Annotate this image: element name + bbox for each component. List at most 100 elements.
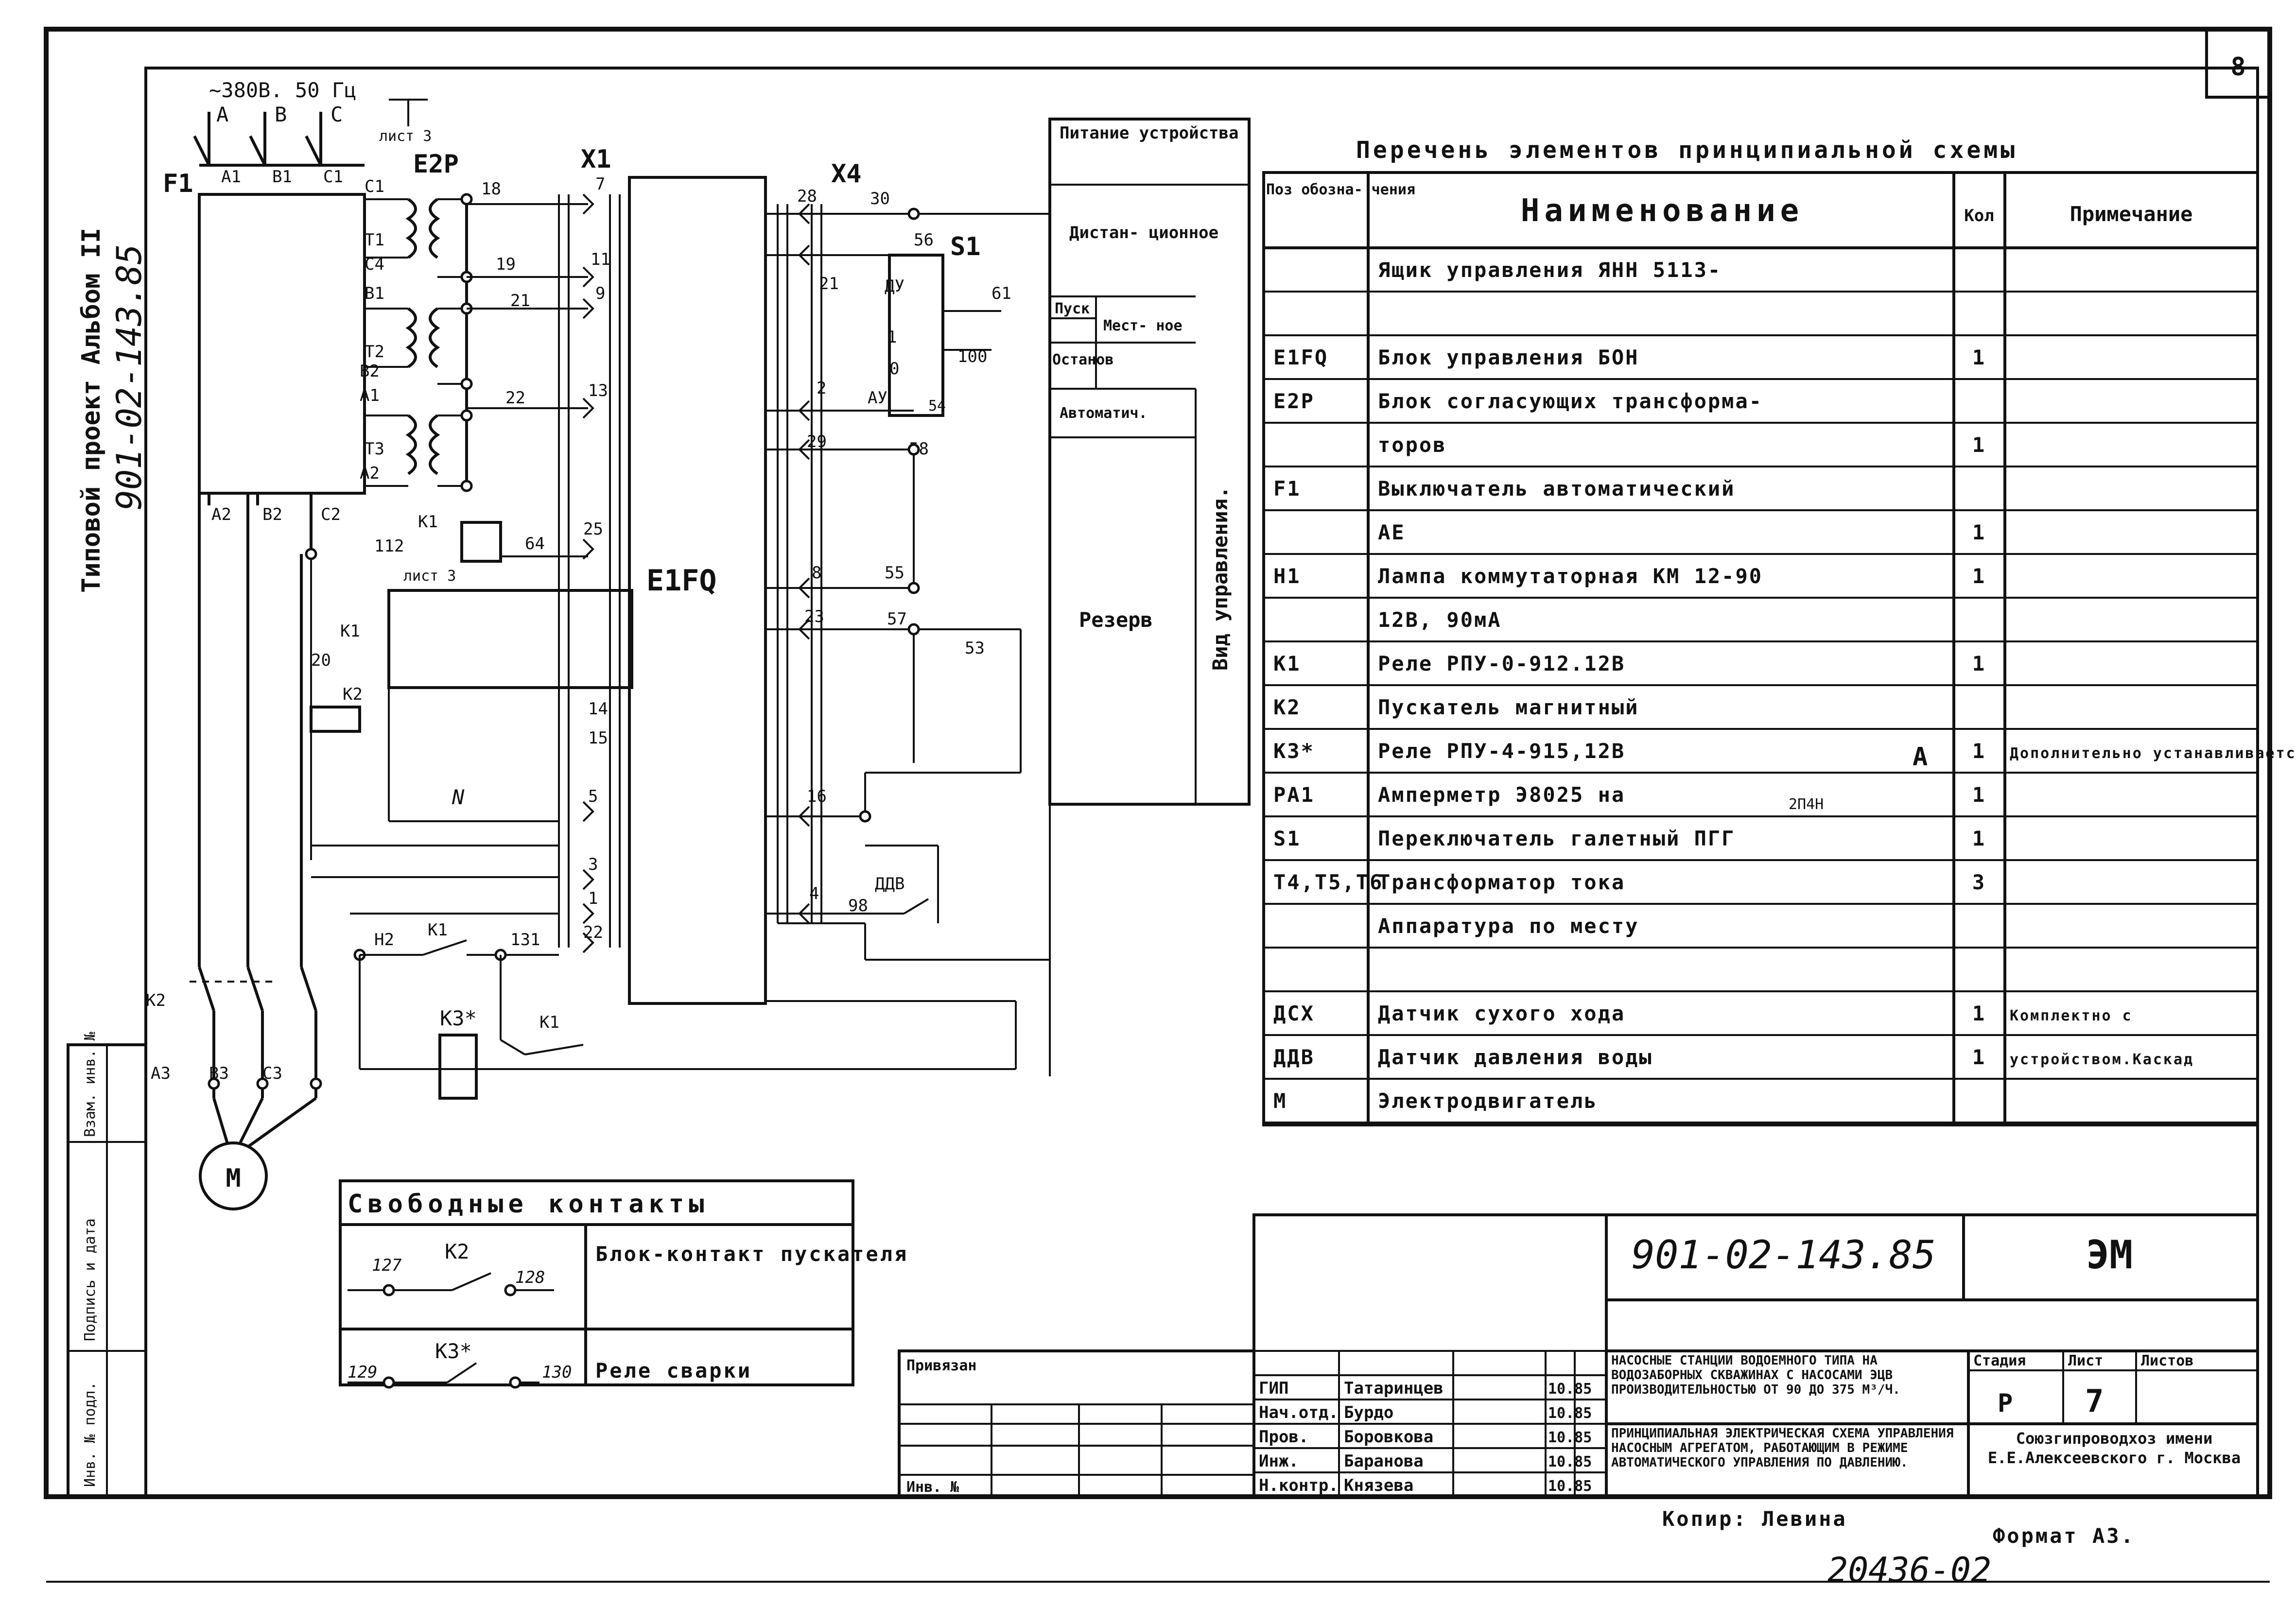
x1-label: Х1 [581,145,611,174]
s1-wire-57: 57 [887,609,907,629]
current-transformer-t3 [405,414,440,475]
elements-list: Перечень элементов принципиальной схемы … [1262,137,2296,1126]
staff-date: 10.85 [1548,1381,1592,1398]
list-cell-pos: S1 [1273,827,1301,850]
list-cell-note: устройством.Каскад [2010,1051,2194,1068]
f1-term-b1: В1 [272,167,292,187]
sheet-value: 7 [2085,1383,2104,1419]
current-transformer-t1 [405,198,440,259]
f1-label: F1 [163,169,193,198]
col-pos: Поз обозна- чения [1266,181,1415,198]
k2-aux-wire-127: 127 [372,1256,402,1275]
s1-pos1: 1 [887,328,897,347]
list-cell-qty: 1 [1972,652,1986,675]
x1-term-13: 13 [588,381,608,400]
list-cell-name: Блок согласующих трансформа- [1378,389,1763,413]
x4-term-21: 21 [819,274,839,294]
side-stamp: Инв. № подл. Подпись и дата Взам. инв. № [67,1032,147,1498]
power-supply: ~380В. 50 Гц лист 3 А В С [193,78,432,166]
side-code: 901-02-143.85 [109,244,149,510]
neutral-label: N [452,785,465,809]
col-note: Примечание [2070,202,2193,226]
doc-code: 901-02-143.85 [1632,1232,1936,1278]
phase-b: В [275,103,287,126]
e2p-wire-18: 18 [481,179,501,199]
list-cell-qty: 1 [1972,739,1986,763]
list-cell-name: Реле РПУ-4-915,12В [1378,739,1625,763]
sheet-name: Принципиальная электрическая схема управ… [1611,1426,1954,1470]
e2p-term-t1: Т1 [365,230,384,250]
relay-k3-coil [438,1034,478,1100]
x1-term-15: 15 [588,728,608,748]
list-cell-pos: К3* [1273,739,1315,763]
list-cell-name: Блок управления БОН [1378,346,1639,369]
staff-role: Инж. [1259,1451,1299,1471]
e2p-term-b1: В1 [365,284,384,303]
x1-term-25: 25 [583,519,603,539]
x1-term-5: 5 [588,787,598,806]
list-cell-qty: 1 [1972,433,1986,457]
e2p-term-a1: А1 [360,386,380,405]
pressure-sensor-ddv: ДДВ [875,874,904,894]
stage-label: Стадия [1973,1352,2026,1369]
e2p-label: Е2Р [413,150,459,179]
wire-131: 131 [510,930,540,950]
project-name: Насосные станции водоемного типа на водо… [1611,1353,1900,1397]
list-cell-qty: 1 [1972,520,1986,544]
current-transformer-t2 [405,307,440,368]
k1-contact-3-label: К1 [539,1013,559,1032]
mode-power: Питание устройства [1060,123,1238,143]
s1-wire-53: 53 [965,639,985,658]
staff-name: Бурдо [1344,1403,1393,1422]
list-cell-name: торов [1378,433,1446,457]
list-cell-pos: ДДВ [1273,1045,1315,1069]
s1-pos54: 54 [928,397,946,415]
s1-wire-98: 98 [848,896,868,916]
list-cell-qty: 1 [1972,1045,1986,1069]
k2-aux-wire-128: 128 [515,1268,545,1287]
e1fq-label: Е1FQ [646,564,717,598]
staff-role: Пров. [1259,1427,1308,1447]
archive-number: 20436-02 [1827,1550,1991,1590]
k1-contact-label: К1 [340,622,360,641]
k3-aux-device: К3* [435,1339,472,1363]
breaker-f1: F1 А1 В1 С1 А2 В2 С2 [163,164,366,554]
e2p-wire-19: 19 [496,255,516,274]
e2p-term-t2: Т2 [365,342,384,362]
staff-date: 10.85 [1548,1478,1592,1495]
x1-term-7: 7 [595,174,605,194]
mode-stop: Останов [1052,351,1113,368]
ammeter-unit: А [1913,743,1928,772]
list-cell-name: Ящик управления ЯНН 5113- [1378,258,1722,282]
motor-m [199,1141,268,1210]
switch-suffix: 2П4Н [1789,796,1824,813]
selector-switch-s1: S1 ДУ АУ 1 0 54 30 56 61 100 58 55 57 53… [778,189,1051,1076]
list-cell-pos: Е1FQ [1273,346,1328,369]
mode-remote: Дистан- ционное [1069,223,1218,242]
col-qty: Кол [1964,206,1994,225]
f1-term-a1: А1 [221,167,241,187]
x1-term-22: 22 [583,923,603,942]
x4-term-16: 16 [807,787,827,806]
k3-label: К3* [440,1006,477,1030]
side-title: Типовой проект Альбом II [77,228,106,593]
side-stamp-inv: Инв. № подл. [82,1382,99,1487]
transformer-block-e2p: Е2Р С1 Т1 С4 В1 Т2 В2 А1 Т3 А2 [360,150,588,492]
list-cell-qty: 1 [1972,346,1986,369]
mode-auto: Автоматич. [1060,405,1148,422]
e2p-wire-22: 22 [505,388,525,408]
elements-list-title: Перечень элементов принципиальной схемы [1356,137,2018,164]
wire-64: 64 [525,534,545,553]
x4-term-29: 29 [807,432,827,451]
terminal-strip-x1: Х1 7 11 9 13 25 14 15 5 3 1 22 [558,145,621,953]
contactor-k2-coil [310,706,361,733]
elements-list-rows: Ящик управления ЯНН 5113- Е1FQ Блок управл… [1264,258,2296,1123]
staff-role: Н.контр. [1259,1476,1339,1495]
x4-term-28: 28 [797,187,817,206]
x1-term-3: 3 [588,855,598,874]
list-cell-name: Аппаратура по месту [1378,914,1639,938]
indicator-h1 [387,589,633,689]
e2p-term-a2: А2 [360,464,380,483]
mode-table: Питание устройства Дистан- ционное Пуск … [1048,118,1251,806]
